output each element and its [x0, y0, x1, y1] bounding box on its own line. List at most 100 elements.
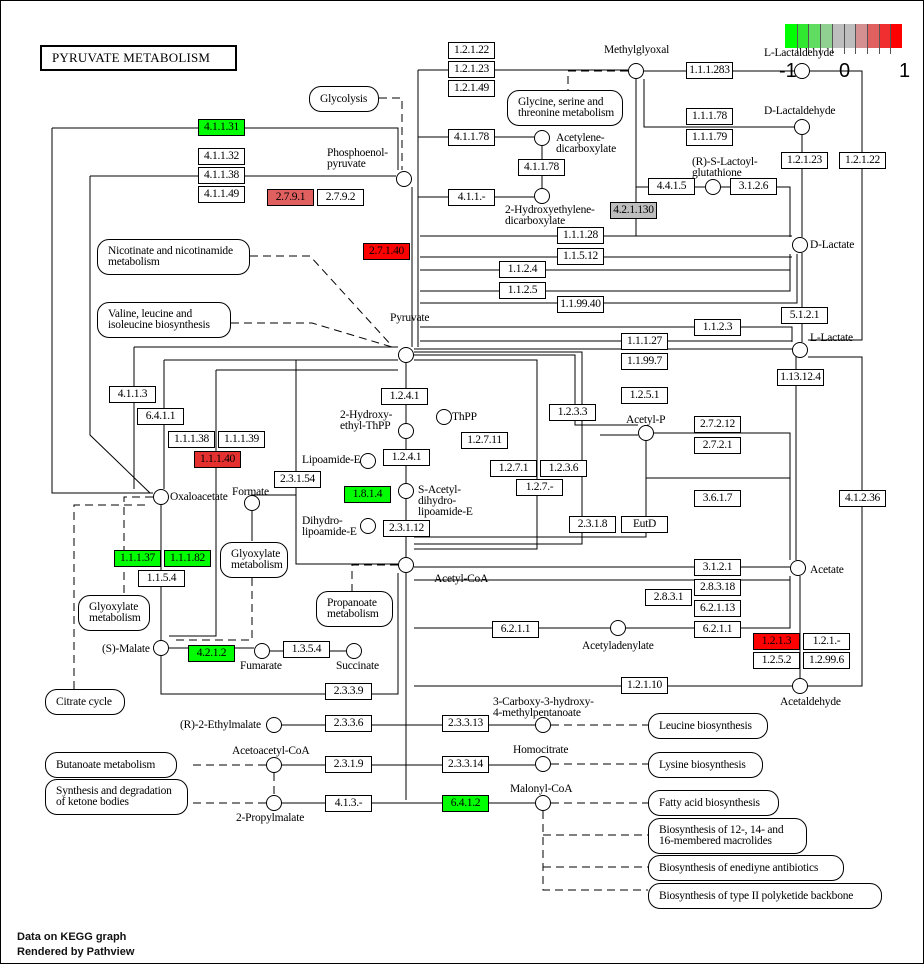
- pathway-map-link[interactable]: Glycolysis: [309, 86, 379, 112]
- enzyme-node[interactable]: 1.8.1.4: [344, 486, 391, 503]
- pathway-map-link[interactable]: Glyoxylate metabolism: [220, 542, 288, 578]
- compound-node[interactable]: [535, 756, 551, 772]
- enzyme-node[interactable]: 2.7.9.1: [267, 189, 314, 206]
- enzyme-node[interactable]: 4.1.1.-: [448, 189, 495, 206]
- pathway-map-link[interactable]: Valine, leucine and isoleucine biosynthe…: [97, 302, 231, 338]
- enzyme-node[interactable]: 4.1.1.78: [518, 159, 565, 176]
- compound-node[interactable]: [535, 717, 551, 733]
- enzyme-node[interactable]: 1.1.1.39: [218, 431, 265, 448]
- enzyme-node[interactable]: 1.1.5.4: [138, 570, 185, 587]
- enzyme-node[interactable]: 2.8.3.18: [694, 579, 741, 596]
- enzyme-node[interactable]: 2.7.9.2: [317, 189, 364, 206]
- compound-node[interactable]: [534, 130, 550, 146]
- enzyme-node[interactable]: 1.2.3.3: [549, 404, 596, 421]
- compound-node[interactable]: [792, 678, 808, 694]
- compound-node[interactable]: [244, 495, 260, 511]
- compound-node[interactable]: [360, 518, 376, 534]
- enzyme-node[interactable]: 6.2.1.1: [492, 621, 539, 638]
- enzyme-node[interactable]: 1.1.1.40: [194, 451, 241, 468]
- enzyme-node[interactable]: 2.3.3.9: [325, 683, 372, 700]
- compound-node[interactable]: [396, 171, 412, 187]
- enzyme-node[interactable]: 4.1.1.78: [448, 129, 495, 146]
- pathway-map-link[interactable]: Lysine biosynthesis: [648, 752, 763, 778]
- enzyme-node[interactable]: 2.3.1.8: [569, 516, 616, 533]
- enzyme-node[interactable]: 3.1.2.6: [730, 178, 777, 195]
- enzyme-node[interactable]: 1.2.1.22: [839, 152, 886, 169]
- compound-node[interactable]: [705, 179, 721, 195]
- pathway-map-link[interactable]: Glycine, serine and threonine metabolism: [507, 90, 623, 126]
- compound-node[interactable]: [346, 643, 362, 659]
- enzyme-node[interactable]: 1.3.5.4: [283, 641, 330, 658]
- enzyme-node[interactable]: 4.1.1.38: [198, 167, 245, 184]
- enzyme-node[interactable]: 1.1.1.27: [621, 333, 668, 350]
- enzyme-node[interactable]: 1.2.7.1: [490, 460, 537, 477]
- compound-node[interactable]: [436, 409, 452, 425]
- enzyme-node[interactable]: 4.1.1.31: [198, 119, 245, 136]
- compound-node[interactable]: [153, 640, 169, 656]
- enzyme-node[interactable]: 1.2.99.6: [803, 652, 850, 669]
- enzyme-node[interactable]: 4.1.1.32: [198, 148, 245, 165]
- enzyme-node[interactable]: 1.2.1.3: [753, 633, 800, 650]
- enzyme-node[interactable]: 1.2.5.1: [621, 387, 668, 404]
- pathway-map-link[interactable]: Biosynthesis of 12-, 14- and 16-membered…: [648, 818, 807, 854]
- compound-node[interactable]: [398, 557, 414, 573]
- enzyme-node[interactable]: 5.1.2.1: [781, 307, 828, 324]
- enzyme-node[interactable]: 2.3.1.54: [274, 471, 321, 488]
- enzyme-node[interactable]: 1.2.4.1: [383, 449, 430, 466]
- enzyme-node[interactable]: 4.2.1.130: [610, 202, 657, 219]
- enzyme-node[interactable]: 1.1.1.37: [114, 550, 161, 567]
- enzyme-node[interactable]: 2.7.2.1: [694, 437, 741, 454]
- pathway-map-link[interactable]: Propanoate metabolism: [316, 591, 393, 627]
- pathway-map-link[interactable]: Leucine biosynthesis: [648, 713, 768, 739]
- compound-node[interactable]: [266, 795, 282, 811]
- enzyme-node[interactable]: 6.4.1.1: [137, 408, 184, 425]
- enzyme-node[interactable]: 1.1.2.5: [499, 282, 546, 299]
- enzyme-node[interactable]: 2.3.1.12: [383, 520, 430, 537]
- enzyme-node[interactable]: 1.1.1.283: [686, 62, 733, 79]
- pathway-map-link[interactable]: Biosynthesis of type II polyketide backb…: [648, 883, 882, 909]
- enzyme-node[interactable]: 1.1.5.12: [557, 248, 604, 265]
- compound-node[interactable]: [534, 188, 550, 204]
- compound-node[interactable]: [628, 63, 644, 79]
- enzyme-node[interactable]: 1.1.1.78: [686, 108, 733, 125]
- enzyme-node[interactable]: 4.1.3.-: [325, 795, 372, 812]
- enzyme-node[interactable]: 4.1.1.3: [109, 386, 156, 403]
- compound-node[interactable]: [266, 757, 282, 773]
- compound-node[interactable]: [360, 453, 376, 469]
- compound-node[interactable]: [535, 795, 551, 811]
- enzyme-node[interactable]: 1.1.1.79: [686, 129, 733, 146]
- enzyme-node[interactable]: 1.1.2.4: [499, 261, 546, 278]
- pathway-map-link[interactable]: Synthesis and degradation of ketone bodi…: [45, 779, 188, 815]
- enzyme-node[interactable]: 1.2.1.49: [448, 80, 495, 97]
- enzyme-node[interactable]: 2.3.1.9: [325, 756, 372, 773]
- compound-node[interactable]: [254, 643, 270, 659]
- enzyme-node[interactable]: 4.1.1.49: [198, 186, 245, 203]
- compound-node[interactable]: [266, 717, 282, 733]
- enzyme-node[interactable]: 6.4.1.2: [442, 795, 489, 812]
- pathway-map-link[interactable]: Nicotinate and nicotinamide metabolism: [97, 239, 250, 275]
- enzyme-node[interactable]: 1.1.1.28: [557, 227, 604, 244]
- enzyme-node[interactable]: 1.2.3.6: [540, 460, 587, 477]
- compound-node[interactable]: [398, 483, 414, 499]
- enzyme-node[interactable]: 1.1.1.82: [164, 550, 211, 567]
- enzyme-node[interactable]: 1.2.1.22: [448, 42, 495, 59]
- enzyme-node[interactable]: 1.2.7.-: [516, 479, 563, 496]
- enzyme-node[interactable]: 1.13.12.4: [777, 369, 824, 386]
- enzyme-node[interactable]: 1.1.2.3: [694, 319, 741, 336]
- enzyme-node[interactable]: 1.1.99.40: [557, 296, 604, 313]
- enzyme-node[interactable]: 2.3.3.13: [442, 715, 489, 732]
- pathway-map-link[interactable]: Biosynthesis of enediyne antibiotics: [648, 855, 844, 881]
- enzyme-node[interactable]: 1.2.1.23: [781, 152, 828, 169]
- enzyme-node[interactable]: 1.2.1.10: [621, 677, 668, 694]
- compound-node[interactable]: [398, 347, 414, 363]
- enzyme-node[interactable]: 3.1.2.1: [694, 559, 741, 576]
- enzyme-node[interactable]: 4.1.2.36: [839, 490, 886, 507]
- enzyme-node[interactable]: 1.1.99.7: [621, 353, 668, 370]
- enzyme-node[interactable]: 1.2.4.1: [381, 388, 428, 405]
- enzyme-node[interactable]: 4.2.1.2: [188, 645, 235, 662]
- compound-node[interactable]: [398, 423, 414, 439]
- enzyme-node[interactable]: 1.2.1.23: [448, 61, 495, 78]
- compound-node[interactable]: [790, 560, 806, 576]
- pathway-map-link[interactable]: Citrate cycle: [45, 689, 125, 715]
- compound-node[interactable]: [792, 342, 808, 358]
